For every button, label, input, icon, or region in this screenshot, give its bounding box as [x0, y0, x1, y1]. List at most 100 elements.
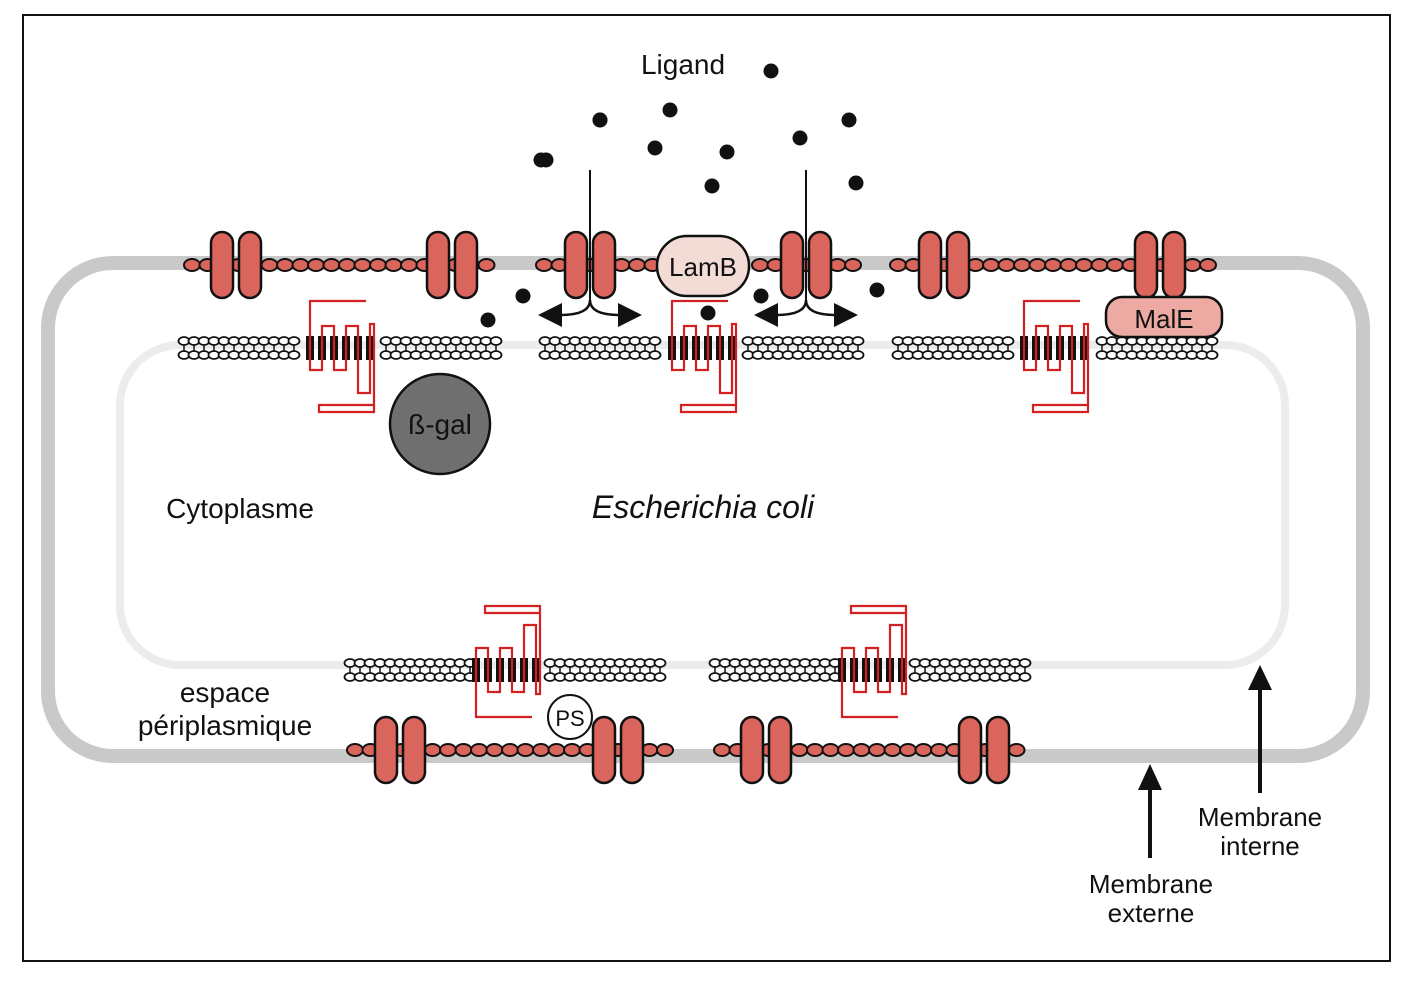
lipoprotein-bead — [1090, 258, 1109, 272]
lipoprotein-bead — [516, 743, 535, 757]
lipoprotein-bead — [477, 258, 496, 272]
lipoprotein-bead — [1059, 258, 1078, 272]
lipoprotein-bead — [501, 743, 519, 757]
inner-membrane-label-line2: interne — [1220, 831, 1300, 861]
lipoprotein-bead — [291, 258, 310, 272]
lamb-label: LamB — [669, 252, 737, 282]
lipid-bilayer — [741, 336, 865, 360]
lipoprotein-bead — [883, 743, 902, 757]
lipoprotein-bead — [338, 258, 356, 272]
lipoprotein-bead — [563, 743, 581, 757]
lipoprotein-bead — [837, 743, 855, 757]
lipid-bilayer — [177, 336, 301, 360]
lipid-head — [1001, 350, 1015, 360]
lipid-bilayer — [908, 658, 1032, 682]
lipid-head — [648, 350, 662, 360]
ligand-molecule — [704, 178, 720, 194]
lamb-protein: LamB — [655, 234, 751, 298]
porin-protein — [209, 230, 235, 300]
porin-protein — [563, 230, 589, 300]
lipid-head — [489, 336, 503, 346]
porin-protein — [373, 715, 399, 785]
porin-protein — [945, 230, 971, 300]
lipid-head — [489, 350, 503, 360]
lipoprotein-bead — [889, 258, 907, 272]
lipoprotein-bead — [400, 258, 418, 272]
chemoreceptor — [306, 299, 376, 414]
lipoprotein-bead — [656, 743, 674, 757]
inner-membrane-label-line1: Membrane — [1198, 802, 1322, 832]
lipid-head — [653, 658, 667, 668]
organism-label: Escherichia coli — [592, 489, 815, 525]
lipid-head — [1018, 672, 1032, 682]
beta-galactosidase: ß-gal — [388, 372, 492, 476]
receptor-proteins — [306, 299, 1090, 719]
ligand-molecule — [841, 112, 857, 128]
lipoprotein-bead — [930, 743, 948, 757]
lipoprotein-bead — [628, 258, 646, 272]
ligand-molecule — [869, 282, 885, 298]
chemoreceptor — [668, 299, 738, 414]
inner-membrane-arrow — [1248, 665, 1272, 793]
lipid-bilayer — [708, 658, 842, 682]
periplasm-label-line2: périplasmique — [138, 710, 312, 741]
porin-protein — [917, 230, 943, 300]
outer-membrane-arrow — [1138, 764, 1162, 858]
lipoprotein-bead — [852, 743, 871, 757]
lipoprotein-bead — [1199, 258, 1217, 272]
porin-protein — [957, 715, 983, 785]
lipoprotein-bead — [1183, 258, 1202, 272]
lipoprotein-bead — [369, 258, 387, 272]
chemoreceptor — [1020, 299, 1090, 414]
lipid-head — [1018, 658, 1032, 668]
male-protein: MalE — [1104, 295, 1224, 339]
lipoprotein-bead — [439, 743, 457, 757]
lipid-head — [287, 350, 301, 360]
lipid-head — [851, 350, 865, 360]
lipid-bilayer — [538, 336, 662, 360]
outer-membrane-label-line2: externe — [1108, 898, 1195, 928]
porin-protein — [591, 230, 617, 300]
lipoprotein-bead — [535, 258, 553, 272]
lipoprotein-bead — [1028, 258, 1047, 272]
lipid-head — [287, 336, 301, 346]
lipoprotein-bead — [844, 258, 862, 272]
ligand-molecule — [533, 152, 549, 168]
outer-membrane-segment — [751, 230, 862, 300]
lipoprotein-bead — [260, 258, 279, 272]
lipid-head — [1205, 350, 1219, 360]
lipoprotein-bead — [751, 258, 769, 272]
ligand-molecule — [662, 102, 678, 118]
bgal-label: ß-gal — [408, 409, 472, 440]
lipoprotein-bead — [868, 743, 886, 757]
porin-protein — [807, 230, 833, 300]
inner-membrane-band — [116, 341, 1289, 669]
outer-membrane-segment — [889, 230, 1217, 300]
porin-protein — [985, 715, 1011, 785]
lipoprotein-bead — [353, 258, 372, 272]
ligand-molecule — [480, 312, 496, 328]
lipoprotein-bead — [423, 743, 442, 757]
lipoprotein-bead — [1106, 258, 1124, 272]
lipoprotein-bead — [1013, 258, 1031, 272]
lipoprotein-bead — [821, 743, 840, 757]
lipoprotein-bead — [384, 258, 403, 272]
ps-label: PS — [555, 706, 584, 731]
periplasm-label-line1: espace — [180, 677, 270, 708]
outer-membrane-segments — [183, 230, 1217, 785]
receptor-chain — [1022, 299, 1090, 414]
ligand-molecule — [763, 63, 779, 79]
male-label: MalE — [1134, 304, 1193, 334]
lipoprotein-bead — [982, 258, 1000, 272]
outer-membrane-segment — [535, 230, 662, 300]
receptor-chain — [670, 299, 738, 414]
porin-protein — [425, 230, 451, 300]
ligand-label: Ligand — [641, 49, 725, 80]
lipoprotein-bead — [790, 743, 809, 757]
figure-frame — [22, 14, 1391, 962]
porin-protein — [767, 715, 793, 785]
lipid-head — [648, 336, 662, 346]
lipoprotein-bead — [346, 743, 364, 757]
lipoprotein-bead — [914, 743, 933, 757]
